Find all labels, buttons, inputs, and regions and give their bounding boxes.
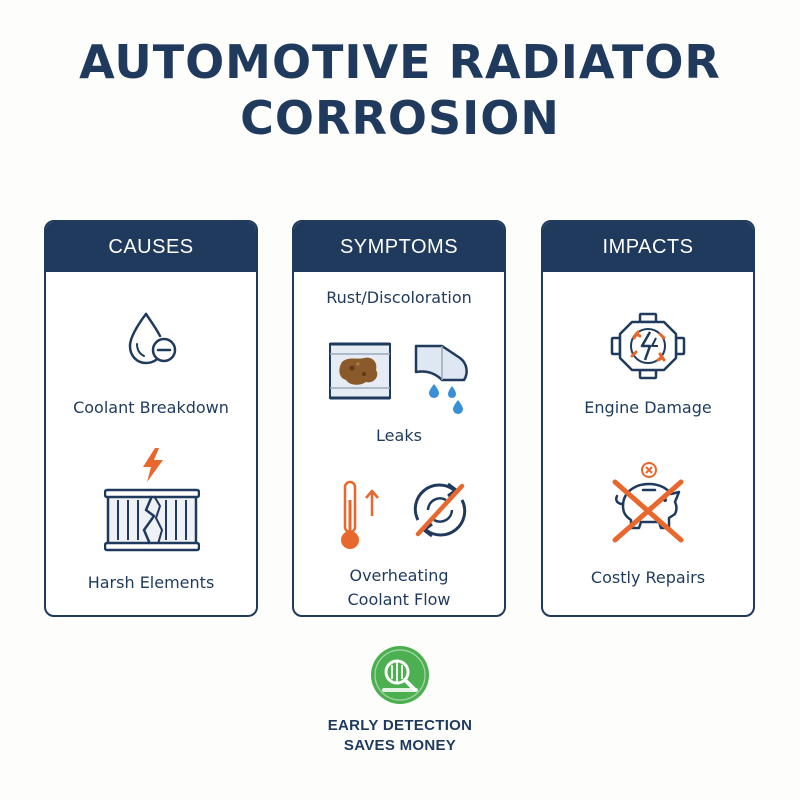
title-line-2: CORROSION: [240, 91, 560, 145]
causes-header: CAUSES: [46, 222, 256, 272]
harsh-elements-item: Harsh Elements: [46, 571, 256, 595]
impacts-header: IMPACTS: [543, 222, 753, 272]
costly-repairs-label: Costly Repairs: [590, 568, 706, 587]
symptoms-card: SYMPTOMS Rust/Discoloration Lea: [292, 220, 506, 617]
radiator-magnifier-icon: [370, 645, 430, 705]
rust-discoloration-item: Rust/Discoloration: [294, 286, 504, 310]
footer-line-2: SAVES MONEY: [343, 737, 457, 754]
leaks-item: Leaks: [294, 424, 504, 448]
footer-line-1: EARLY DETECTION: [327, 717, 473, 734]
leaking-pipe-icon: [412, 340, 474, 416]
harsh-elements-label: Harsh Elements: [87, 573, 215, 592]
coolant-drop-minus-icon: [124, 310, 180, 370]
impacts-card: IMPACTS Engine Damage: [541, 220, 755, 617]
piggy-bank-crossed-icon: [609, 460, 689, 544]
arrow-up-icon: [364, 488, 380, 518]
cracked-radiator-icon: [104, 486, 200, 552]
infographic-title: AUTOMOTIVE RADIATOR CORROSION: [0, 34, 800, 146]
causes-card: CAUSES Coolant Breakdown: [44, 220, 258, 617]
thermometer-icon: [338, 480, 362, 552]
leaks-label: Leaks: [376, 426, 422, 445]
footer-message: EARLY DETECTION SAVES MONEY: [0, 716, 800, 756]
overheating-item: Overheating Coolant Flow: [294, 564, 504, 612]
symptoms-header: SYMPTOMS: [294, 222, 504, 272]
blocked-flow-icon: [406, 476, 474, 544]
rust-patch-icon: [328, 340, 392, 402]
overheating-label: Overheating: [349, 566, 449, 585]
coolant-breakdown-item: Coolant Breakdown: [46, 396, 256, 420]
engine-damage-label: Engine Damage: [584, 398, 712, 417]
coolant-breakdown-label: Coolant Breakdown: [73, 398, 229, 417]
title-line-1: AUTOMOTIVE RADIATOR: [79, 35, 721, 89]
costly-repairs-item: Costly Repairs: [543, 566, 753, 590]
coolant-flow-label: Coolant Flow: [347, 590, 451, 609]
engine-damage-item: Engine Damage: [543, 396, 753, 420]
rust-discoloration-label: Rust/Discoloration: [326, 288, 472, 307]
lightning-icon: [139, 447, 167, 483]
engine-damage-icon: [610, 312, 686, 380]
